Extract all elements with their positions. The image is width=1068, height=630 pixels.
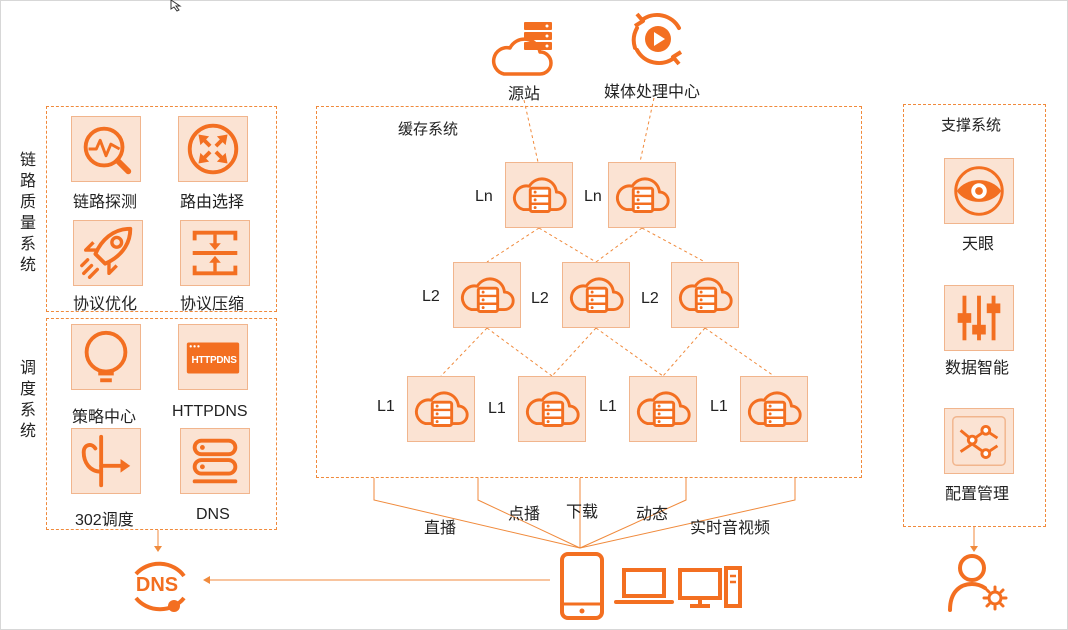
l1-label-2: L1 bbox=[488, 400, 506, 417]
l1-label-3: L1 bbox=[599, 398, 617, 415]
eye-icon bbox=[954, 166, 1004, 216]
link-probe-label: 链路探测 bbox=[73, 194, 138, 211]
service-rtc: 实时音视频 bbox=[690, 520, 771, 537]
cache-node-l2-3 bbox=[671, 262, 739, 328]
protocol-compress-label: 协议压缩 bbox=[180, 296, 245, 313]
protocol-compress-tile bbox=[180, 220, 250, 286]
cache-node-l1-4 bbox=[740, 376, 808, 442]
service-download: 下载 bbox=[566, 504, 599, 521]
protocol-optimize-label: 协议优化 bbox=[73, 296, 138, 313]
cloud-server-icon bbox=[525, 391, 580, 427]
protocol-optimize-tile bbox=[73, 220, 143, 286]
desktop-icon bbox=[678, 566, 742, 608]
cache-node-l1-3 bbox=[629, 376, 697, 442]
origin-server-icon bbox=[491, 22, 553, 76]
route-select-tile bbox=[178, 116, 248, 182]
origin-label: 源站 bbox=[508, 86, 541, 103]
scheduling-title: 调度系统 bbox=[19, 360, 36, 440]
httpdns-badge-text: HTTPDNS bbox=[191, 355, 237, 366]
dns-label: DNS bbox=[196, 506, 230, 523]
dns-server-icon bbox=[192, 438, 238, 484]
cache-node-ln-1 bbox=[505, 162, 573, 228]
link-quality-title: 链路质量系统 bbox=[19, 152, 36, 274]
service-vod: 点播 bbox=[508, 506, 541, 523]
cloud-server-icon bbox=[636, 391, 691, 427]
l2-label-3: L2 bbox=[641, 290, 659, 307]
sliders-icon bbox=[957, 295, 1001, 341]
cloud-server-icon bbox=[512, 177, 567, 213]
media-center-label: 媒体处理中心 bbox=[604, 84, 701, 101]
config-management-tile bbox=[944, 408, 1014, 474]
cache-node-ln-2 bbox=[608, 162, 676, 228]
cache-system-title: 缓存系统 bbox=[398, 121, 459, 138]
cloud-server-icon bbox=[615, 177, 670, 213]
config-nodes-icon bbox=[952, 416, 1006, 466]
support-system-box bbox=[903, 104, 1046, 527]
data-intelligence-tile bbox=[944, 285, 1014, 351]
l2-label-2: L2 bbox=[531, 290, 549, 307]
cache-node-l2-2 bbox=[562, 262, 630, 328]
cache-node-l1-1 bbox=[407, 376, 475, 442]
route-select-label: 路由选择 bbox=[180, 194, 245, 211]
cloud-server-icon bbox=[747, 391, 802, 427]
ln-label-2: Ln bbox=[584, 188, 602, 205]
l2-label-1: L2 bbox=[422, 288, 440, 305]
dns-tile bbox=[180, 428, 250, 494]
cloud-server-icon bbox=[460, 277, 515, 313]
cloud-server-icon bbox=[678, 277, 733, 313]
sky-eye-tile bbox=[944, 158, 1014, 224]
redirect-302-tile bbox=[71, 428, 141, 494]
httpdns-badge-icon bbox=[186, 342, 240, 374]
l1-label-4: L1 bbox=[710, 398, 728, 415]
cache-node-l1-2 bbox=[518, 376, 586, 442]
route-arrows-icon bbox=[187, 123, 239, 175]
phone-icon bbox=[560, 552, 604, 620]
magnifier-wave-icon bbox=[83, 126, 132, 175]
service-dynamic: 动态 bbox=[636, 506, 669, 523]
sky-eye-label: 天眼 bbox=[962, 236, 995, 253]
split-arrows-icon bbox=[81, 434, 131, 488]
user-settings-icon bbox=[948, 554, 1008, 612]
cache-node-l2-1 bbox=[453, 262, 521, 328]
lightbulb-icon bbox=[84, 330, 128, 383]
rocket-icon bbox=[80, 226, 133, 279]
httpdns-label: HTTPDNS bbox=[172, 403, 248, 420]
config-management-label: 配置管理 bbox=[945, 486, 1010, 503]
l1-label-1: L1 bbox=[377, 398, 395, 415]
policy-center-tile bbox=[71, 324, 141, 390]
client-devices bbox=[560, 552, 742, 620]
dns-global-label: DNS bbox=[135, 574, 179, 596]
cloud-server-icon bbox=[414, 391, 469, 427]
mouse-cursor-icon bbox=[170, 0, 182, 12]
link-probe-tile bbox=[71, 116, 141, 182]
policy-center-label: 策略中心 bbox=[72, 409, 137, 426]
cache-system-box bbox=[316, 106, 862, 478]
media-processing-icon bbox=[631, 12, 683, 66]
support-system-title: 支撑系统 bbox=[941, 117, 1002, 134]
compress-icon bbox=[192, 230, 238, 276]
ln-label-1: Ln bbox=[475, 188, 493, 205]
laptop-icon bbox=[614, 568, 674, 604]
scheduling-box bbox=[46, 318, 277, 530]
redirect-302-label: 302调度 bbox=[75, 512, 134, 529]
link-quality-box bbox=[46, 106, 277, 312]
httpdns-tile: HTTPDNS bbox=[178, 324, 248, 390]
service-live: 直播 bbox=[424, 520, 457, 537]
cloud-server-icon bbox=[569, 277, 624, 313]
dns-globe-icon bbox=[134, 561, 186, 612]
data-intelligence-label: 数据智能 bbox=[945, 360, 1010, 377]
